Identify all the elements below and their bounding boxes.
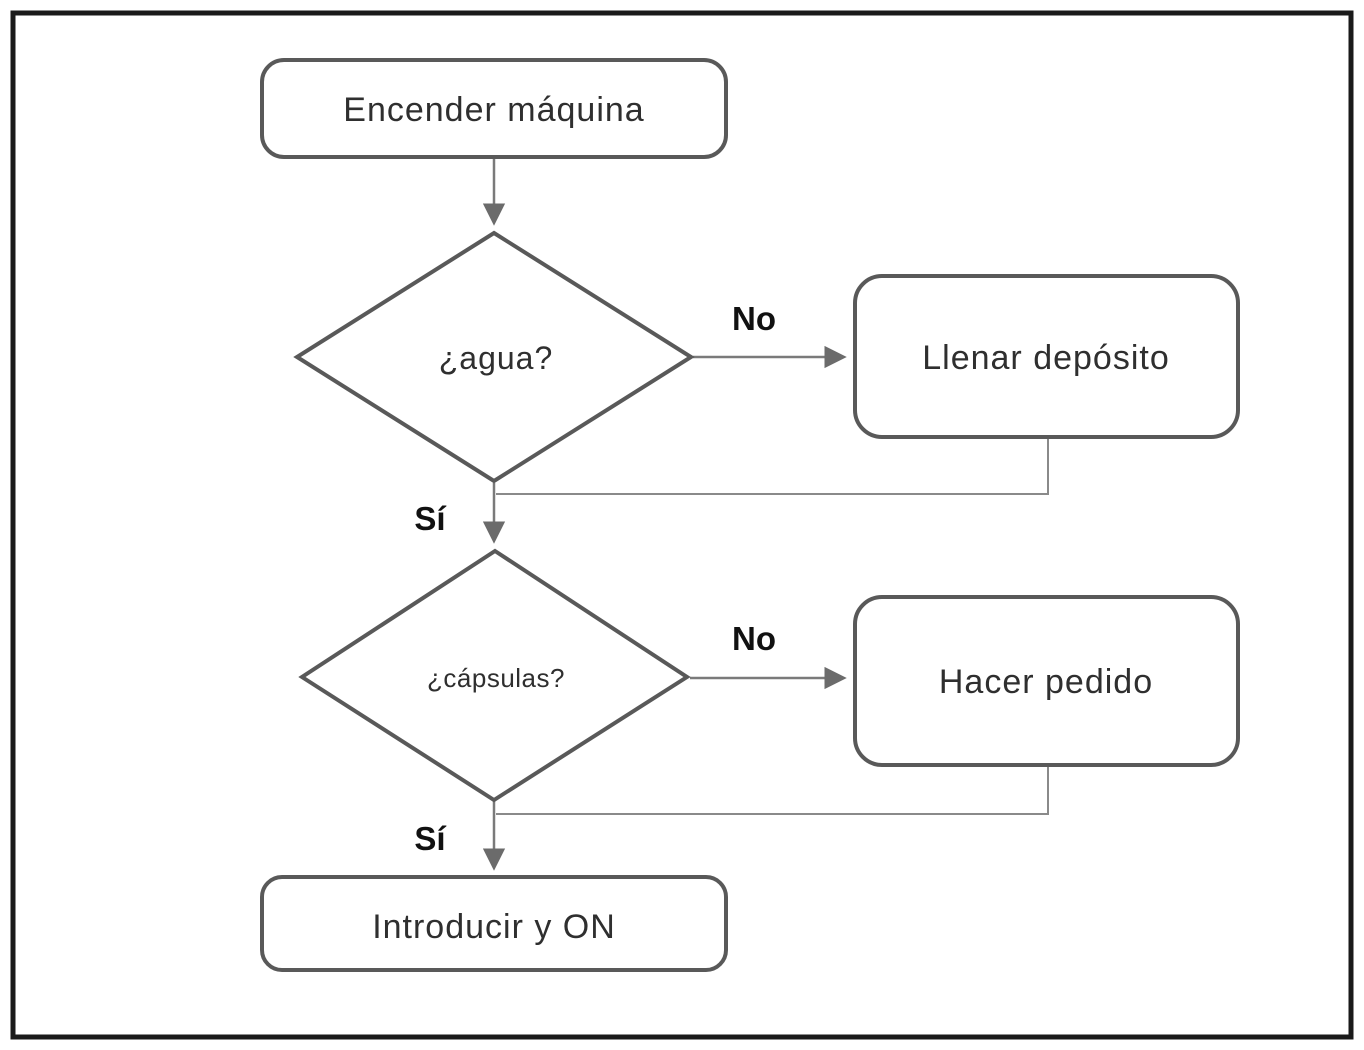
node-fill-tank-label: Llenar depósito <box>922 339 1170 377</box>
node-decision-water <box>293 230 695 484</box>
node-start-label: Encender máquina <box>343 91 644 129</box>
node-fill-tank <box>853 274 1240 439</box>
node-place-order <box>853 595 1240 767</box>
node-decision-capsules <box>298 548 691 803</box>
edge-label-water-yes: Sí <box>414 500 447 537</box>
node-decision-capsules-label: ¿cápsulas? <box>427 663 565 693</box>
edge-filltank-return <box>496 438 1049 495</box>
edge-label-capsules-no: No <box>732 620 776 657</box>
node-place-order-label: Hacer pedido <box>939 663 1153 701</box>
node-finish <box>260 875 728 972</box>
node-decision-water-label: ¿agua? <box>439 340 554 376</box>
edge-placeorder-return <box>496 766 1049 815</box>
edge-label-capsules-yes: Sí <box>414 820 447 857</box>
node-finish-label: Introducir y ON <box>372 908 616 946</box>
outer-border <box>10 10 1354 1040</box>
edge-label-water-no: No <box>732 300 776 337</box>
node-start <box>260 58 728 159</box>
